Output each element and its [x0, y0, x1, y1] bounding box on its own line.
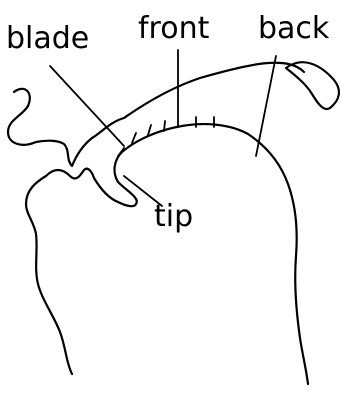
velum-outline	[286, 62, 339, 109]
pointer-back	[256, 56, 276, 156]
upper-lip-outline	[8, 63, 304, 166]
pointer-blade	[50, 66, 124, 146]
tick-mark	[148, 125, 151, 135]
label-tip: tip	[154, 199, 193, 234]
label-back: back	[258, 11, 330, 46]
tick-mark	[164, 121, 165, 131]
lower-lip-outline	[26, 176, 72, 374]
label-front: front	[138, 11, 210, 46]
label-blade: blade	[6, 21, 89, 56]
tongue-outline	[46, 124, 308, 384]
